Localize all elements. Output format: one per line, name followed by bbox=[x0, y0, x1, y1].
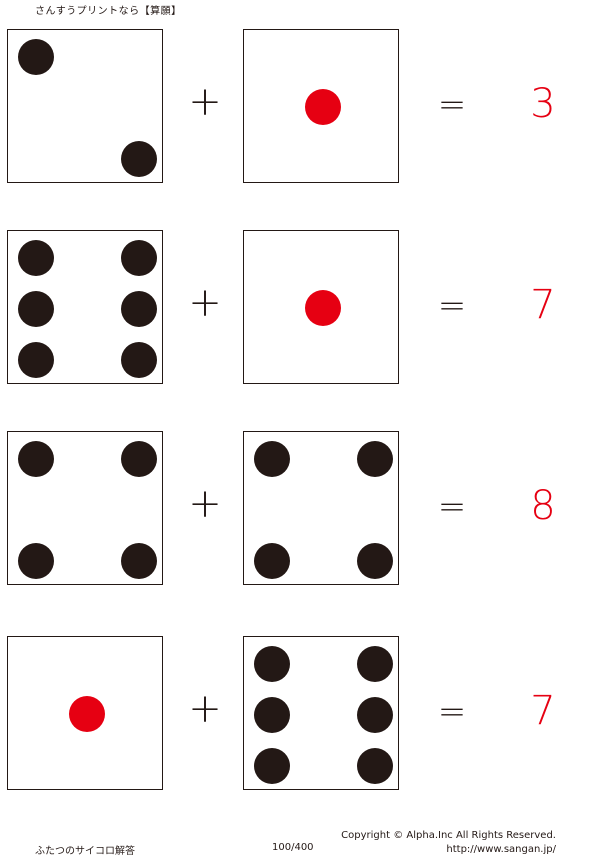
die-pip bbox=[305, 290, 341, 326]
answer-value: 7 bbox=[530, 688, 556, 734]
plus-sign: + bbox=[188, 481, 222, 527]
die-pip bbox=[121, 240, 157, 276]
equals-sign: = bbox=[437, 692, 467, 732]
die-left-4 bbox=[7, 636, 163, 790]
die-pip bbox=[69, 696, 105, 732]
site-url: http://www.sangan.jp/ bbox=[446, 844, 556, 855]
die-pip bbox=[305, 89, 341, 125]
die-right-2 bbox=[243, 230, 399, 384]
plus-sign: + bbox=[188, 79, 222, 125]
die-pip bbox=[254, 697, 290, 733]
problem-row-3: + = 8 bbox=[0, 431, 600, 587]
die-right-1 bbox=[243, 29, 399, 183]
die-pip bbox=[121, 291, 157, 327]
problem-row-4: + = 7 bbox=[0, 636, 600, 792]
equals-sign: = bbox=[437, 286, 467, 326]
problem-row-2: + = 7 bbox=[0, 230, 600, 386]
die-left-2 bbox=[7, 230, 163, 384]
die-left-1 bbox=[7, 29, 163, 183]
die-pip bbox=[357, 646, 393, 682]
die-right-4 bbox=[243, 636, 399, 790]
die-pip bbox=[121, 141, 157, 177]
die-pip bbox=[357, 543, 393, 579]
die-pip bbox=[18, 39, 54, 75]
page-header: さんすうプリントなら【算願】 bbox=[35, 6, 182, 17]
answer-value: 7 bbox=[530, 282, 556, 328]
answer-value: 8 bbox=[530, 483, 556, 529]
die-pip bbox=[357, 748, 393, 784]
copyright-text: Copyright © Alpha.Inc All Rights Reserve… bbox=[341, 830, 556, 841]
die-pip bbox=[254, 543, 290, 579]
die-pip bbox=[121, 441, 157, 477]
die-pip bbox=[254, 646, 290, 682]
die-pip bbox=[254, 748, 290, 784]
plus-sign: + bbox=[188, 280, 222, 326]
die-pip bbox=[254, 441, 290, 477]
die-left-3 bbox=[7, 431, 163, 585]
die-pip bbox=[18, 240, 54, 276]
worksheet-title: ふたつのサイコロ解答 bbox=[35, 846, 135, 857]
die-pip bbox=[18, 543, 54, 579]
answer-value: 3 bbox=[530, 81, 556, 127]
footer-copyright-block: Copyright © Alpha.Inc All Rights Reserve… bbox=[341, 829, 556, 857]
die-pip bbox=[18, 441, 54, 477]
problem-row-1: + = 3 bbox=[0, 29, 600, 185]
die-pip bbox=[18, 342, 54, 378]
die-pip bbox=[18, 291, 54, 327]
die-pip bbox=[357, 441, 393, 477]
die-pip bbox=[121, 543, 157, 579]
plus-sign: + bbox=[188, 686, 222, 732]
die-pip bbox=[121, 342, 157, 378]
equals-sign: = bbox=[437, 487, 467, 527]
die-right-3 bbox=[243, 431, 399, 585]
page-number: 100/400 bbox=[272, 842, 314, 853]
equals-sign: = bbox=[437, 85, 467, 125]
die-pip bbox=[357, 697, 393, 733]
